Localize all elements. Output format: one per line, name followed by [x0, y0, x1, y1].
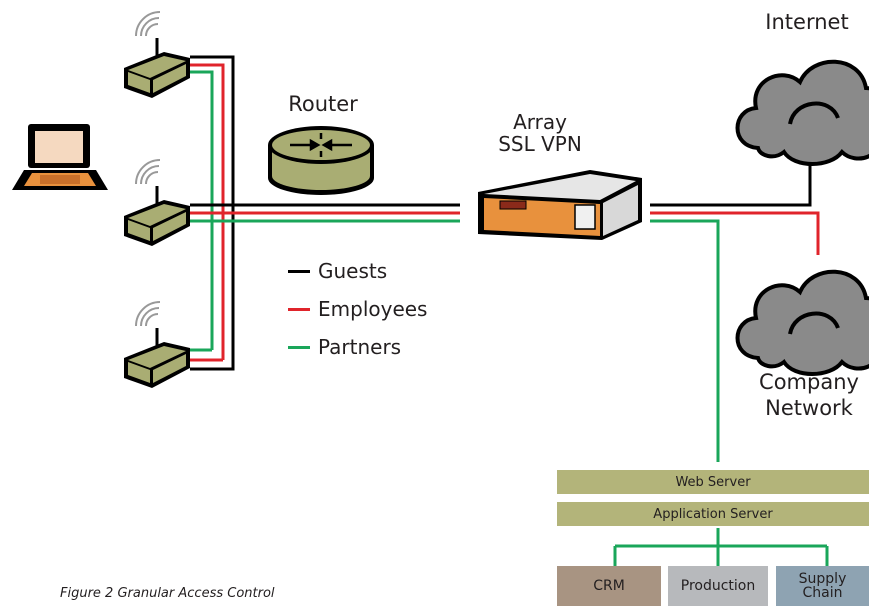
vpn-label-line2: SSL VPN [498, 132, 582, 156]
cloud-icon [735, 59, 869, 166]
production-box: Production [668, 566, 768, 606]
cloud-icon [735, 269, 869, 376]
vpn-label-line1: Array [513, 110, 567, 134]
legend-label: Partners [318, 335, 402, 359]
wireless-ap-icon [124, 11, 190, 388]
vpn-appliance-icon [478, 170, 642, 240]
legend-swatch [288, 269, 310, 273]
legend-item-partners: Partners [288, 328, 427, 366]
router-label: Router [288, 92, 358, 116]
legend-swatch [288, 307, 310, 311]
legend-label: Guests [318, 259, 388, 283]
legend: Guests Employees Partners [288, 252, 427, 366]
legend-label: Employees [318, 297, 428, 321]
internet-label: Internet [765, 10, 849, 34]
web-server-bar: Web Server [557, 470, 869, 494]
trunk-lines [190, 203, 460, 223]
company-label-line1: Company [759, 370, 859, 394]
supply-chain-box: Supply Chain [776, 566, 869, 606]
legend-item-employees: Employees [288, 290, 427, 328]
supply-chain-line2: Chain [802, 585, 843, 601]
figure-caption: Figure 2 Granular Access Control [60, 586, 275, 601]
router-icon [268, 126, 374, 195]
application-server-bar: Application Server [557, 502, 869, 526]
legend-item-guests: Guests [288, 252, 427, 290]
legend-swatch [288, 345, 310, 349]
crm-box: CRM [557, 566, 661, 606]
company-label-line2: Network [765, 396, 853, 420]
app-tree [613, 528, 829, 566]
laptop-icon [12, 124, 108, 190]
supply-chain-line1: Supply [798, 571, 847, 587]
